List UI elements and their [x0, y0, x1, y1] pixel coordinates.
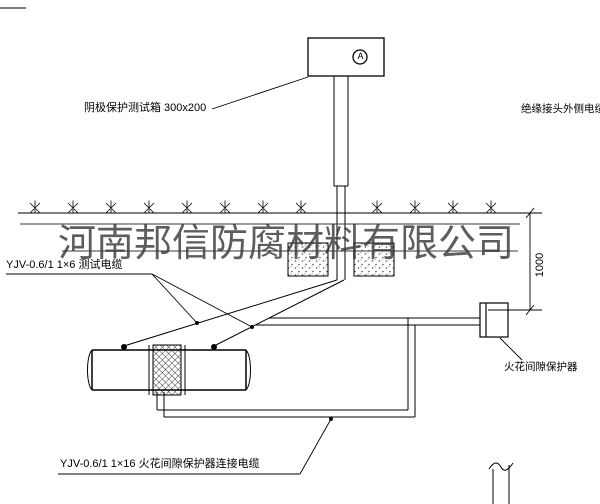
spark-gap-protector-box — [479, 302, 509, 338]
test-cable-leader — [6, 273, 254, 329]
ground-hatch-marks — [29, 200, 497, 214]
test-box-leader — [211, 76, 309, 110]
ammeter-symbol — [352, 49, 368, 65]
test-cable-label: YJV-0.6/1 1×6 测试电缆 — [6, 259, 123, 271]
concrete-anchor-blocks — [287, 242, 395, 277]
spark-gap-cables — [156, 317, 480, 418]
test-box-label: 阴极保护测试箱 300x200 — [84, 102, 207, 114]
insulating-joint — [148, 344, 186, 396]
connect-cable-label: YJV-0.6/1 1×16 火花间隙保护器连接电缆 — [60, 458, 260, 470]
connect-cable-leader — [58, 417, 333, 475]
watermark: 河南邦信防腐材料有限公司 — [58, 221, 515, 265]
spark-gap-leader — [499, 337, 523, 361]
dimension-1000 — [488, 207, 542, 316]
test-cables — [123, 279, 345, 347]
dimension-label: 1000 — [534, 252, 546, 278]
outer-cable-label: 绝缘接头外侧电缆 — [521, 103, 600, 115]
conduit — [333, 76, 349, 280]
ammeter-label: A — [357, 51, 364, 61]
test-box — [307, 37, 385, 77]
spark-gap-label: 火花间隙保护器 — [504, 361, 578, 373]
pipe-break-symbol — [488, 462, 514, 504]
